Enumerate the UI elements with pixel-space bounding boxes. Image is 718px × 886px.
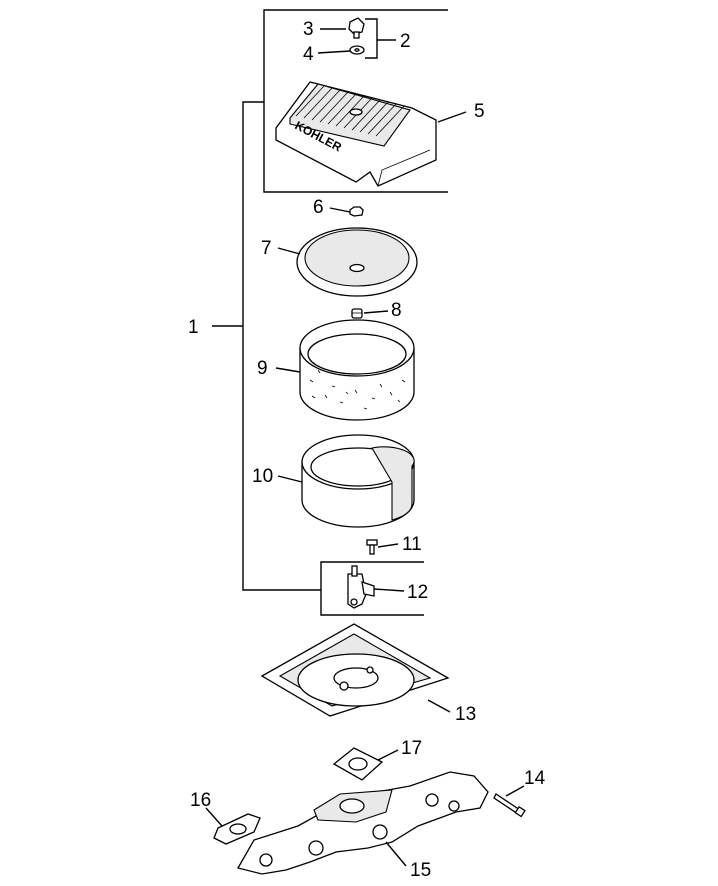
callout-15: 15 <box>410 860 431 881</box>
callout-8: 8 <box>391 300 402 321</box>
grommet-part <box>351 308 363 319</box>
nut-part <box>349 206 364 217</box>
leader-lines <box>205 28 525 867</box>
bracket-part <box>347 565 375 609</box>
screw-part <box>366 539 378 555</box>
callout-1: 1 <box>188 317 199 338</box>
callout-2: 2 <box>400 31 411 52</box>
washer-part <box>349 45 365 55</box>
callout-4: 4 <box>303 44 314 65</box>
gasket-part <box>332 747 384 781</box>
callout-3: 3 <box>303 19 314 40</box>
bracket-group-1 <box>212 9 448 616</box>
callout-17: 17 <box>401 738 422 759</box>
callout-7: 7 <box>261 238 272 259</box>
intake-elbow-part <box>237 771 489 875</box>
callout-12: 12 <box>407 582 428 603</box>
wing-nut-part <box>348 17 365 39</box>
bracket-group-2 <box>365 18 396 59</box>
precleaner-part <box>299 319 415 421</box>
air-filter-element-part <box>301 434 415 528</box>
callout-5: 5 <box>474 101 485 122</box>
elbow-gasket-part <box>213 813 261 845</box>
callout-16: 16 <box>190 790 211 811</box>
callout-13: 13 <box>455 704 476 725</box>
callout-11: 11 <box>402 534 422 555</box>
air-cleaner-cover-part: KOHLER <box>275 81 437 187</box>
base-tray-part <box>260 623 450 717</box>
bolt-part <box>493 793 526 818</box>
callout-10: 10 <box>252 466 273 487</box>
callout-6: 6 <box>313 197 324 218</box>
callout-14: 14 <box>524 768 546 789</box>
callout-9: 9 <box>257 358 268 379</box>
element-cover-part <box>296 227 418 297</box>
callout-labels: 1 2 3 4 5 6 7 8 9 10 11 12 13 14 15 16 1… <box>188 19 546 881</box>
